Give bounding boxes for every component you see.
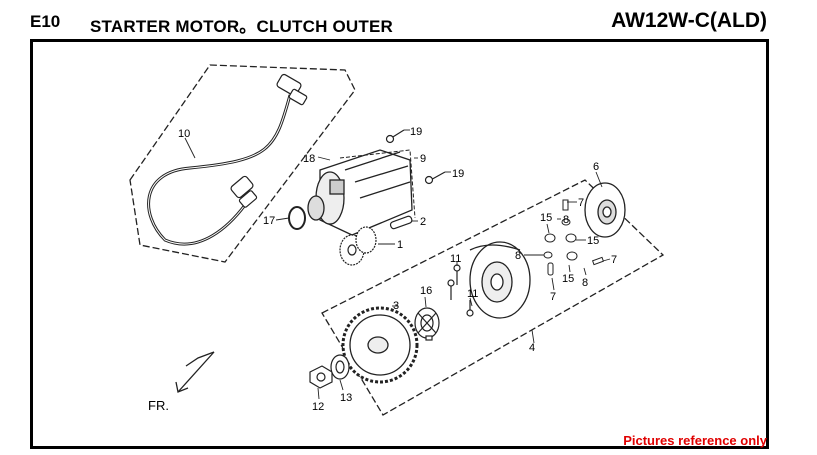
section-code: E10 <box>30 12 61 31</box>
page-title: STARTER MOTOR。CLUTCH OUTER <box>90 17 393 36</box>
callout-11b: 11 <box>467 288 478 300</box>
callout-1: 1 <box>397 239 403 251</box>
callout-15a: 15 <box>540 212 552 224</box>
clutch-outer-6 <box>584 182 626 238</box>
callout-9: 9 <box>420 153 426 165</box>
leader-lines <box>184 129 611 400</box>
callout-15c: 15 <box>562 273 574 285</box>
callout-13: 13 <box>340 392 352 404</box>
needle-bearing-16 <box>414 307 440 341</box>
callout-2: 2 <box>420 216 426 228</box>
cable-terminal-top <box>276 73 308 106</box>
callout-8c: 8 <box>582 277 588 289</box>
idle-gear-1 <box>339 226 377 266</box>
callout-8a: 8 <box>563 214 569 226</box>
callout-10: 10 <box>178 128 190 140</box>
rollers <box>543 199 605 276</box>
callout-19b: 19 <box>452 168 464 180</box>
clutch-group-outline <box>321 179 665 416</box>
bolts-11 <box>447 264 474 317</box>
bolt-19-top <box>385 129 405 144</box>
callout-18: 18 <box>303 153 315 165</box>
callout-8b: 8 <box>515 250 521 262</box>
washer-13 <box>330 354 350 380</box>
callout-12: 12 <box>312 401 324 413</box>
harness-group-outline <box>129 64 356 263</box>
one-way-clutch-4 <box>469 241 531 319</box>
callout-11a: 11 <box>450 253 461 265</box>
model-code: AW12W-C(ALD) <box>611 9 767 32</box>
cable-terminal-bottom <box>230 175 258 208</box>
o-ring-17 <box>288 206 306 230</box>
front-direction-arrow-icon <box>175 351 215 393</box>
front-direction-label: FR. <box>148 398 169 413</box>
bolt-19-right <box>424 171 446 185</box>
pin-2 <box>389 215 413 230</box>
diagram-frame <box>30 39 769 449</box>
callout-17: 17 <box>263 215 275 227</box>
callout-16: 16 <box>420 285 432 297</box>
callout-7b: 7 <box>611 254 617 266</box>
callout-6: 6 <box>593 161 599 173</box>
starter-motor <box>307 149 413 236</box>
reference-note: Pictures reference only <box>623 433 767 448</box>
callout-4: 4 <box>529 342 535 354</box>
callout-19a: 19 <box>410 126 422 138</box>
callout-7c: 7 <box>550 291 556 303</box>
callout-15b: 15 <box>587 235 599 247</box>
nut-12 <box>309 365 333 389</box>
callout-3: 3 <box>393 300 399 312</box>
driven-gear-3 <box>341 306 419 384</box>
callout-labels: 10 19 18 9 19 6 17 2 1 7 15 8 15 11 8 7 … <box>178 126 617 413</box>
callout-7a: 7 <box>578 197 584 209</box>
